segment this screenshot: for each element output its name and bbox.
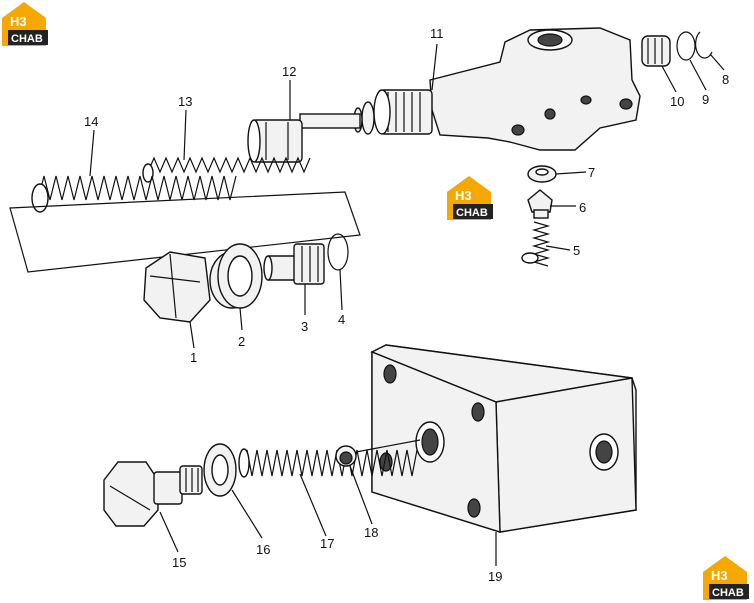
callout-13: 13: [178, 94, 192, 109]
part-11-valve-body: [353, 27, 641, 151]
assembly-bracket: [9, 191, 361, 273]
brand-logo-bottom-right: H3 CHAB: [703, 556, 749, 600]
brand-logo-center: H3 CHAB: [447, 176, 493, 220]
callout-12: 12: [282, 64, 296, 79]
part-12-spool: [247, 113, 361, 163]
part-13-spring: [142, 156, 311, 183]
assembly-axis-line: [355, 439, 421, 453]
callout-14: 14: [84, 114, 98, 129]
part-6-poppet: [527, 189, 553, 219]
part-17-spring: [238, 448, 418, 478]
logo-mark: H3: [455, 188, 472, 203]
part-18-ball: [335, 445, 357, 467]
logo-mark: H3: [711, 568, 728, 583]
leader-lines: [89, 43, 725, 566]
callout-6: 6: [579, 200, 586, 215]
callout-labels: 1 2 3 4 5 6 7 8 9 10 11 12 13 14 15 16 1…: [84, 26, 729, 584]
callout-5: 5: [573, 243, 580, 258]
logo-name: CHAB: [456, 207, 488, 219]
callout-9: 9: [702, 92, 709, 107]
part-8-snap-ring: [695, 31, 713, 59]
callout-16: 16: [256, 542, 270, 557]
part-10-plug: [641, 35, 671, 67]
logo-name: CHAB: [11, 33, 43, 45]
callout-11: 11: [430, 26, 444, 41]
callout-18: 18: [364, 525, 378, 540]
callout-17: 17: [320, 536, 334, 551]
part-4-o-ring: [327, 233, 349, 271]
part-15-plug-bolt: [103, 461, 203, 527]
part-3-plug: [263, 243, 325, 285]
callout-10: 10: [670, 94, 684, 109]
callout-8: 8: [722, 72, 729, 87]
part-5-spring: [521, 221, 551, 267]
part-2-ring-nut: [217, 243, 263, 309]
part-7-washer: [527, 165, 557, 183]
callout-2: 2: [238, 334, 245, 349]
logo-name: CHAB: [712, 587, 744, 599]
callout-15: 15: [172, 555, 186, 570]
part-19-housing-block: [370, 344, 637, 533]
callout-3: 3: [301, 319, 308, 334]
callout-19: 19: [488, 569, 502, 584]
callout-4: 4: [338, 312, 345, 327]
callout-1: 1: [190, 350, 197, 365]
logo-mark: H3: [10, 14, 27, 29]
part-14-spring: [31, 175, 237, 213]
brand-logo-top-left: H3 CHAB: [2, 2, 48, 46]
callout-7: 7: [588, 165, 595, 180]
part-9-o-ring: [676, 31, 696, 61]
part-16-washer: [203, 443, 237, 497]
